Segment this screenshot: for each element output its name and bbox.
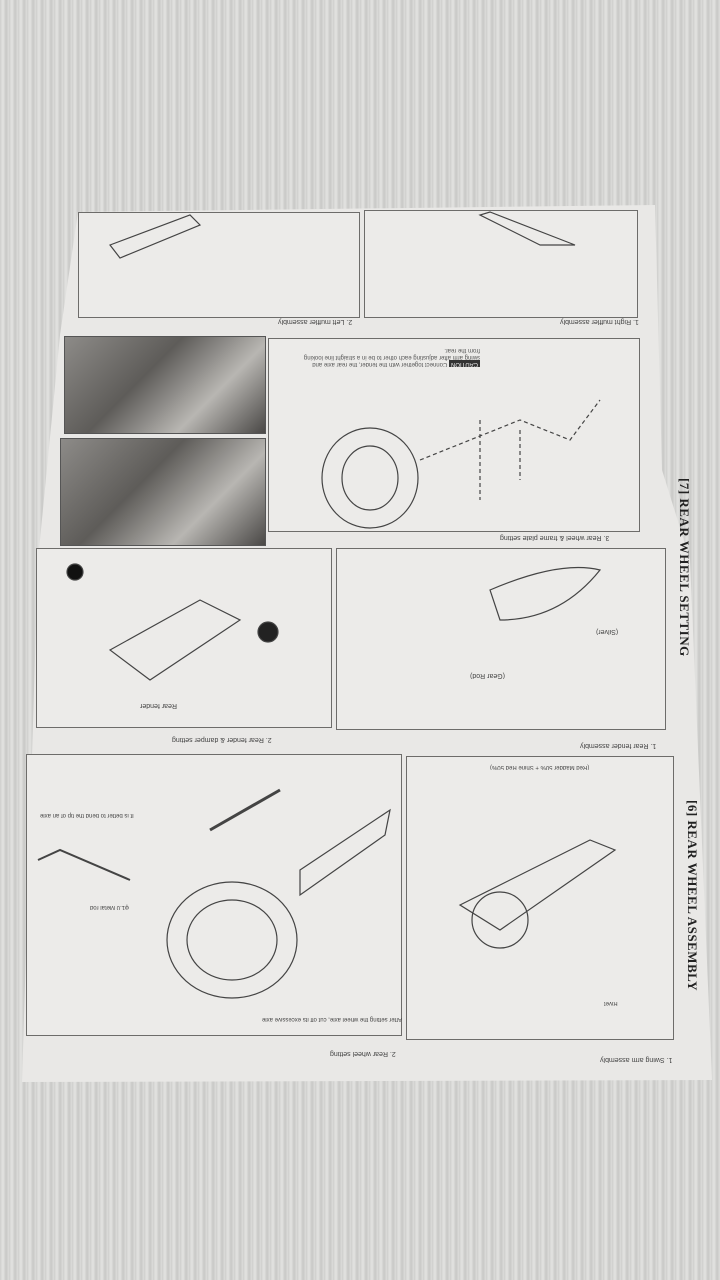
reference-photo-1	[64, 336, 266, 434]
panel-frame-plate	[268, 338, 640, 532]
muffler-right-drawing	[478, 211, 576, 246]
rear-wheel-drawing-2	[166, 881, 298, 999]
panel-rear-fender-damper	[36, 548, 332, 728]
reference-photo-2	[60, 438, 266, 546]
panel-swing-arm	[406, 756, 674, 1040]
spring-drawing	[257, 621, 279, 643]
fender-drawing	[489, 566, 602, 621]
metal-rod-drawing	[37, 848, 131, 881]
panel-right-muffler	[364, 210, 638, 318]
rear-fender-drawing	[108, 599, 242, 681]
panel-rear-wheel	[26, 754, 402, 1036]
panel-left-muffler	[78, 212, 360, 318]
panel-rear-fender	[336, 548, 666, 730]
muffler-left-drawing	[109, 214, 202, 259]
swing-arm-drawing	[458, 839, 617, 931]
rear-wheel-drawing-1	[321, 427, 419, 529]
